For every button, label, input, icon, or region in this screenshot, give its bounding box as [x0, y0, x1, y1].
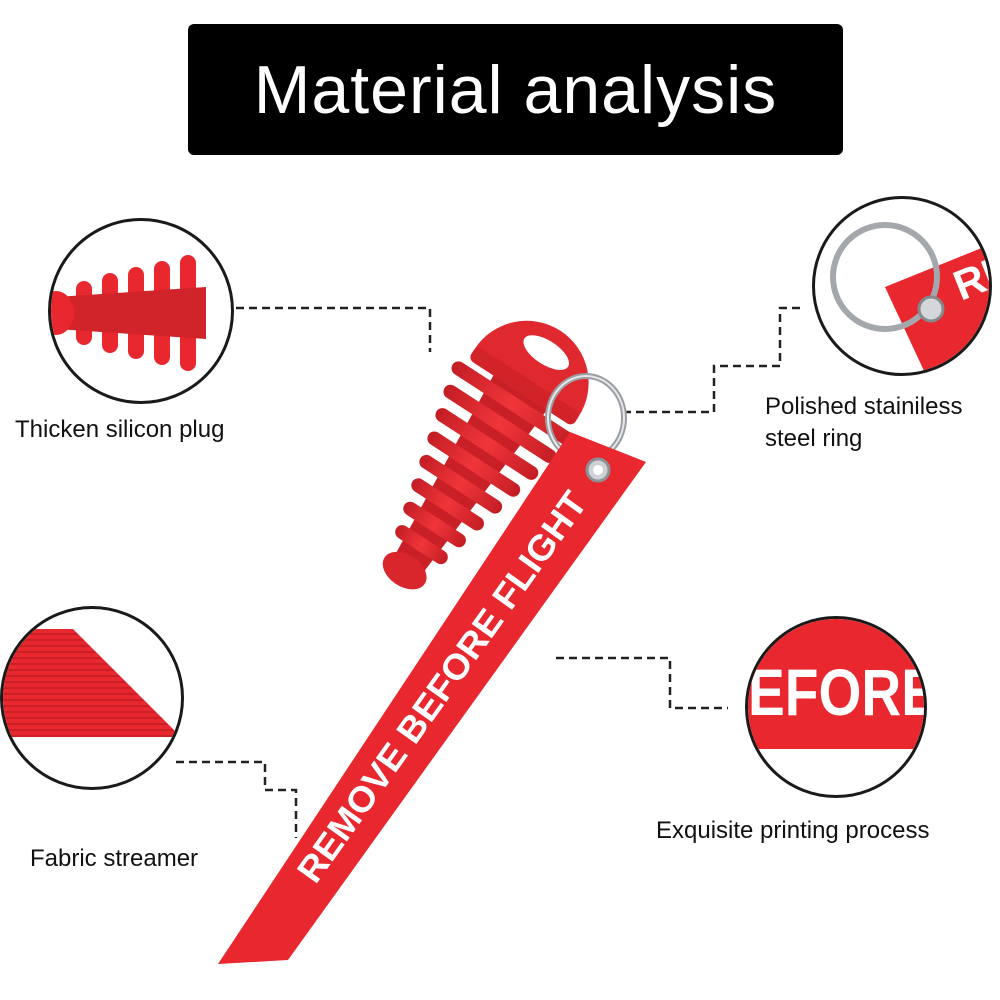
leader-line-ring: [625, 306, 800, 414]
streamer-caption-text: Fabric streamer: [30, 845, 199, 872]
printing-caption-text: Exquisite printing process: [656, 817, 930, 844]
title-banner: Material analysis: [188, 24, 843, 155]
plug-caption-text: Thicken silicon plug: [15, 416, 225, 443]
leader-lines: [176, 306, 800, 838]
ring-caption-line2: steel ring: [765, 425, 863, 452]
printing-detail-circle: EFORE: [745, 616, 927, 798]
plug-detail-circle: [48, 218, 234, 404]
silicon-plug: [382, 320, 589, 590]
ring-caption-line1: Polished stainiless: [765, 393, 963, 420]
printing-detail-text: EFORE: [748, 655, 924, 729]
plug-caption: Thicken silicon plug: [15, 414, 224, 446]
leader-line-printing: [556, 656, 728, 710]
leader-line-streamer: [176, 760, 298, 838]
leader-line-plug: [236, 306, 432, 352]
streamer-caption: Fabric streamer: [30, 843, 198, 875]
page-title: Material analysis: [253, 51, 778, 128]
ring-caption: Polished stainiless steel ring: [765, 391, 962, 455]
printing-caption: Exquisite printing process: [656, 815, 929, 847]
ring-detail-circle: RE: [812, 196, 992, 376]
streamer-detail-circle: [0, 606, 184, 790]
